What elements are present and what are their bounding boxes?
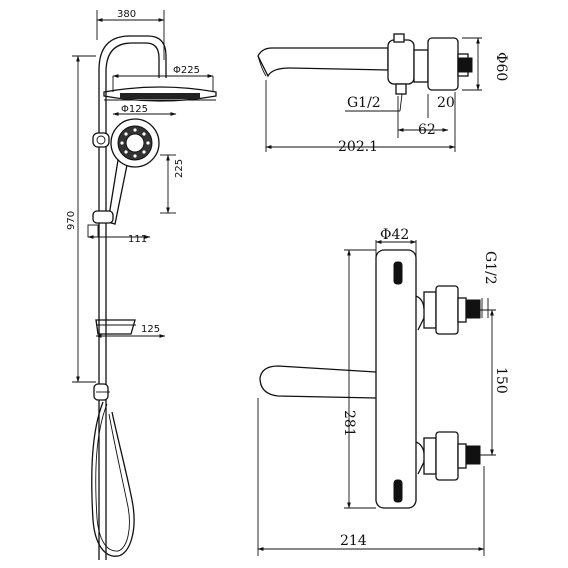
dim-hand-diameter-label: Φ125 — [121, 104, 148, 115]
side-body-offset-label: 62 — [418, 122, 436, 138]
dim-shelf-depth-label: 125 — [141, 324, 160, 335]
dim-head-diameter-label: Φ225 — [173, 65, 200, 76]
front-body-diameter-label: Φ42 — [380, 227, 409, 243]
mixer-side-drawing: G1/2 20 62 202.1 Φ60 — [257, 33, 509, 155]
side-body — [387, 33, 415, 95]
hand-shower: Φ125 225 — [107, 104, 185, 225]
front-upper-inlet — [415, 285, 481, 335]
upper-bracket — [92, 132, 110, 148]
side-spout — [257, 47, 389, 78]
front-spout — [259, 365, 377, 399]
shelf: 125 — [95, 319, 166, 338]
side-inlet-thread-label: G1/2 — [347, 95, 381, 111]
diverter-connector — [93, 383, 110, 401]
dim-height-total-label: 970 — [66, 211, 77, 230]
overhead-shower-head: Φ225 — [103, 65, 217, 102]
front-inlet-thread-dim: G1/2 — [481, 251, 498, 318]
front-lower-inlet — [415, 431, 481, 481]
side-dims: G1/2 20 62 202.1 Φ60 — [265, 37, 509, 155]
front-inlet-centers-label: 150 — [493, 367, 509, 394]
slider-holder: 111 — [87, 210, 151, 245]
dim-bracket-depth-label: 111 — [128, 234, 147, 245]
side-spout-length-label: 202.1 — [338, 139, 378, 155]
front-overall-width-dim: 214 — [257, 398, 485, 556]
front-inlet-thread-label: G1/2 — [482, 251, 498, 285]
dim-width-top: 380 — [96, 9, 165, 60]
front-body — [375, 249, 417, 509]
mixer-front-drawing: Φ42 G1/2 — [257, 227, 509, 556]
front-body-height-dim: 281 — [341, 249, 376, 509]
shower-hose — [91, 401, 135, 557]
dim-hand-height-label: 225 — [174, 159, 185, 178]
dim-height-total: 970 — [66, 55, 96, 383]
front-overall-width-label: 214 — [340, 533, 367, 549]
front-inlet-centers-dim: 150 — [468, 309, 509, 456]
side-outlet-height-label: 20 — [437, 95, 455, 111]
front-body-height-label: 281 — [341, 410, 357, 437]
side-handle — [413, 37, 473, 91]
dim-width-top-label: 380 — [117, 9, 136, 20]
side-handle-diameter-label: Φ60 — [493, 52, 509, 81]
riser-pipe — [98, 35, 167, 560]
shower-system-drawing: 380 Φ225 Φ125 — [66, 9, 217, 560]
